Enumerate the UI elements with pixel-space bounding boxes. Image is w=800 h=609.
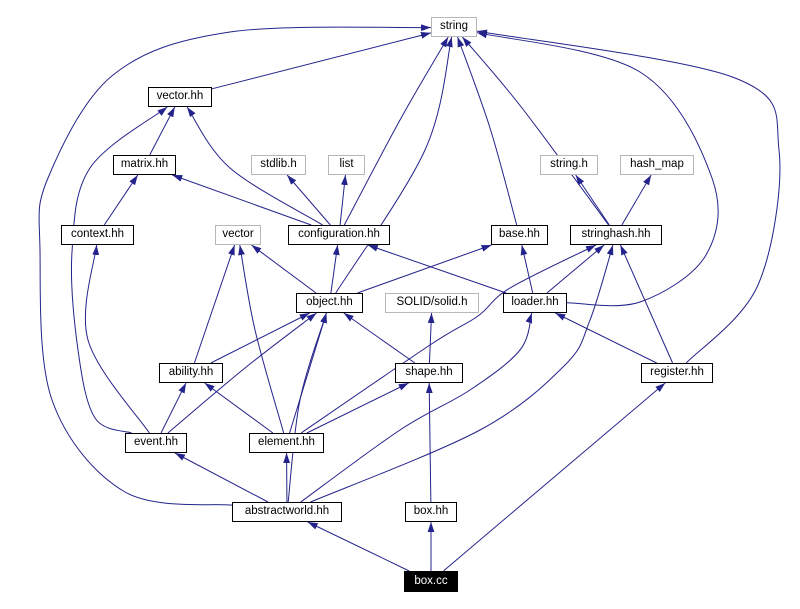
edge-loader.hh-to-base.hh bbox=[520, 244, 534, 294]
graph-node-loader.hh[interactable]: loader.hh bbox=[503, 293, 567, 313]
graph-node-box.hh[interactable]: box.hh bbox=[405, 502, 457, 522]
edge-event.hh-to-object.hh bbox=[167, 312, 317, 434]
graph-node-element.hh[interactable]: element.hh bbox=[249, 433, 324, 453]
edge-loader.hh-to-string bbox=[476, 31, 719, 307]
edge-configuration.hh-to-list bbox=[339, 174, 348, 226]
graph-node-shape.hh[interactable]: shape.hh bbox=[395, 363, 463, 383]
edge-stringhash.hh-to-hash-map bbox=[621, 174, 652, 226]
graph-node-event.hh[interactable]: event.hh bbox=[125, 433, 187, 453]
graph-node-list: list bbox=[328, 155, 365, 175]
edge-event.hh-to-vector.hh bbox=[70, 106, 168, 434]
edge-ability.hh-to-object.hh bbox=[210, 312, 310, 364]
edge-shape.hh-to-SOLID-solid.h bbox=[427, 312, 435, 364]
graph-node-matrix.hh[interactable]: matrix.hh bbox=[113, 155, 176, 175]
edge-object.hh-to-string bbox=[335, 36, 453, 294]
edge-object.hh-to-vector bbox=[251, 244, 317, 294]
graph-node-base.hh[interactable]: base.hh bbox=[491, 225, 548, 245]
edge-event.hh-to-ability.hh bbox=[160, 382, 187, 434]
graph-node-hash-map: hash_map bbox=[620, 155, 694, 175]
graph-node-context.hh[interactable]: context.hh bbox=[61, 225, 134, 245]
graph-node-configuration.hh[interactable]: configuration.hh bbox=[288, 225, 390, 245]
edge-abstractworld.hh-to-loader.hh bbox=[300, 312, 533, 503]
edge-element.hh-to-object.hh bbox=[289, 312, 327, 434]
graph-node-object.hh[interactable]: object.hh bbox=[296, 293, 363, 313]
graph-node-stringhash.hh[interactable]: stringhash.hh bbox=[570, 225, 662, 245]
edge-box.cc-to-register.hh bbox=[443, 382, 666, 572]
edge-matrix.hh-to-vector.hh bbox=[149, 106, 176, 156]
graph-node-SOLID-solid.h: SOLID/solid.h bbox=[385, 293, 479, 313]
edge-configuration.hh-to-stdlib.h bbox=[286, 174, 331, 226]
graph-node-register.hh[interactable]: register.hh bbox=[641, 363, 713, 383]
edge-configuration.hh-to-matrix.hh bbox=[172, 174, 312, 226]
edge-element.hh-to-shape.hh bbox=[306, 382, 409, 434]
edge-object.hh-to-base.hh bbox=[357, 244, 492, 294]
edge-abstractworld.hh-to-stringhash.hh bbox=[310, 244, 614, 503]
edge-stringhash.hh-to-string.h bbox=[575, 174, 610, 226]
edge-register.hh-to-stringhash.hh bbox=[619, 244, 674, 364]
edge-configuration.hh-to-vector.hh bbox=[186, 106, 323, 226]
edge-register.hh-to-loader.hh bbox=[555, 312, 657, 364]
edge-element.hh-to-stringhash.hh bbox=[300, 244, 597, 434]
edge-event.hh-to-context.hh bbox=[84, 244, 150, 434]
graph-node-string.h: string.h bbox=[540, 155, 598, 175]
edge-loader.hh-to-configuration.hh bbox=[367, 244, 507, 294]
graph-node-vector.hh[interactable]: vector.hh bbox=[148, 87, 212, 107]
edge-shape.hh-to-object.hh bbox=[343, 312, 416, 364]
edge-base.hh-to-string bbox=[457, 36, 518, 226]
graph-node-abstractworld.hh[interactable]: abstractworld.hh bbox=[232, 502, 342, 522]
graph-node-box.cc: box.cc bbox=[404, 571, 458, 592]
graph-node-stdlib.h: stdlib.h bbox=[251, 155, 306, 175]
edge-abstractworld.hh-to-object.hh bbox=[287, 312, 327, 503]
edge-register.hh-to-string bbox=[476, 29, 781, 364]
edge-box.cc-to-abstractworld.hh bbox=[307, 521, 410, 572]
edge-configuration.hh-to-string bbox=[343, 36, 449, 226]
edge-loader.hh-to-stringhash.hh bbox=[546, 244, 605, 294]
graph-node-string: string bbox=[431, 17, 477, 37]
edge-context.hh-to-matrix.hh bbox=[103, 174, 139, 226]
edge-object.hh-to-configuration.hh bbox=[330, 244, 340, 294]
edge-element.hh-to-vector bbox=[238, 244, 285, 434]
edge-box.hh-to-shape.hh bbox=[425, 382, 433, 503]
graph-node-ability.hh[interactable]: ability.hh bbox=[159, 363, 223, 383]
edge-abstractworld.hh-to-string bbox=[38, 24, 432, 506]
edge-stringhash.hh-to-string bbox=[462, 36, 609, 226]
edge-element.hh-to-ability.hh bbox=[204, 382, 274, 434]
edge-vector.hh-to-string bbox=[211, 32, 432, 90]
graph-node-vector: vector bbox=[215, 225, 261, 245]
edge-ability.hh-to-vector bbox=[193, 244, 236, 364]
edge-abstractworld.hh-to-event.hh bbox=[174, 452, 269, 503]
